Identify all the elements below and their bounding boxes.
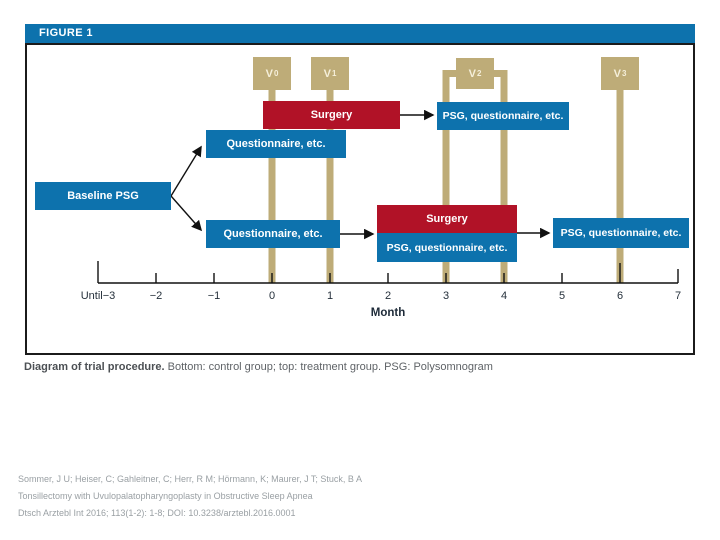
axis-tick-label: 4 [500,290,508,302]
month-axis [97,261,679,284]
axis-tick-label: 2 [384,290,392,302]
axis-tick-label: Until−3 [80,290,116,302]
visit-sub-v2: 2 [476,68,482,78]
citation-block: Sommer, J U; Heiser, C; Gahleitner, C; H… [18,471,362,522]
axis-tick-label: 3 [442,290,450,302]
axis-tick-label: 0 [268,290,276,302]
diagram-canvas [97,70,679,284]
box-questionnaire-control: Questionnaire, etc. [206,220,340,248]
visit-bar-v3 [616,90,624,283]
figure-caption-bold: Diagram of trial procedure. [24,361,165,373]
axis-tick-label: 5 [558,290,566,302]
figure-header: FIGURE 1 [25,24,695,43]
axis-title: Month [370,307,406,319]
box-psg-treatment: PSG, questionnaire, etc. [437,102,569,130]
visit-label-v2: V [468,67,476,80]
axis-tick-label: −2 [149,290,163,302]
visit-label-v0: V [265,67,273,80]
citation-line-authors: Sommer, J U; Heiser, C; Gahleitner, C; H… [18,474,362,484]
flow-arrows [170,109,551,240]
axis-tick-label: 7 [674,290,682,302]
visit-label-v3: V [613,67,621,80]
box-surgery-treatment: Surgery [263,101,400,129]
axis-tick-label: 1 [326,290,334,302]
visit-sub-v1: 1 [331,68,337,78]
visit-bar-v2-right [500,70,508,283]
axis-tick-label: −1 [207,290,221,302]
visit-sub-v3: 3 [621,68,627,78]
citation-line-journal: Dtsch Arztebl Int 2016; 113(1-2): 1-8; D… [18,508,296,518]
figure-caption-rest: Bottom: control group; top: treatment gr… [164,361,493,373]
axis-tick-label: 6 [616,290,624,302]
arrow-baseline-to-top-questionnaire [170,145,202,197]
box-baseline-psg: Baseline PSG [35,182,171,210]
visit-sub-v0: 0 [273,68,279,78]
box-psg-control: PSG, questionnaire, etc. [377,233,517,262]
box-questionnaire-treatment: Questionnaire, etc. [206,130,346,158]
box-psg-followup: PSG, questionnaire, etc. [553,218,689,248]
arrow-baseline-to-bottom-questionnaire [170,195,203,232]
visit-bar-v1 [326,90,334,283]
visit-bar-v2-left [442,70,450,283]
visit-bar-v0 [268,90,276,283]
figure-caption: Diagram of trial procedure. Bottom: cont… [24,361,684,373]
visit-label-v1: V [323,67,331,80]
figure-title: FIGURE 1 [39,27,93,39]
citation-line-title: Tonsillectomy with Uvulopalatopharyngopl… [18,491,313,501]
box-surgery-control: Surgery [377,205,517,233]
